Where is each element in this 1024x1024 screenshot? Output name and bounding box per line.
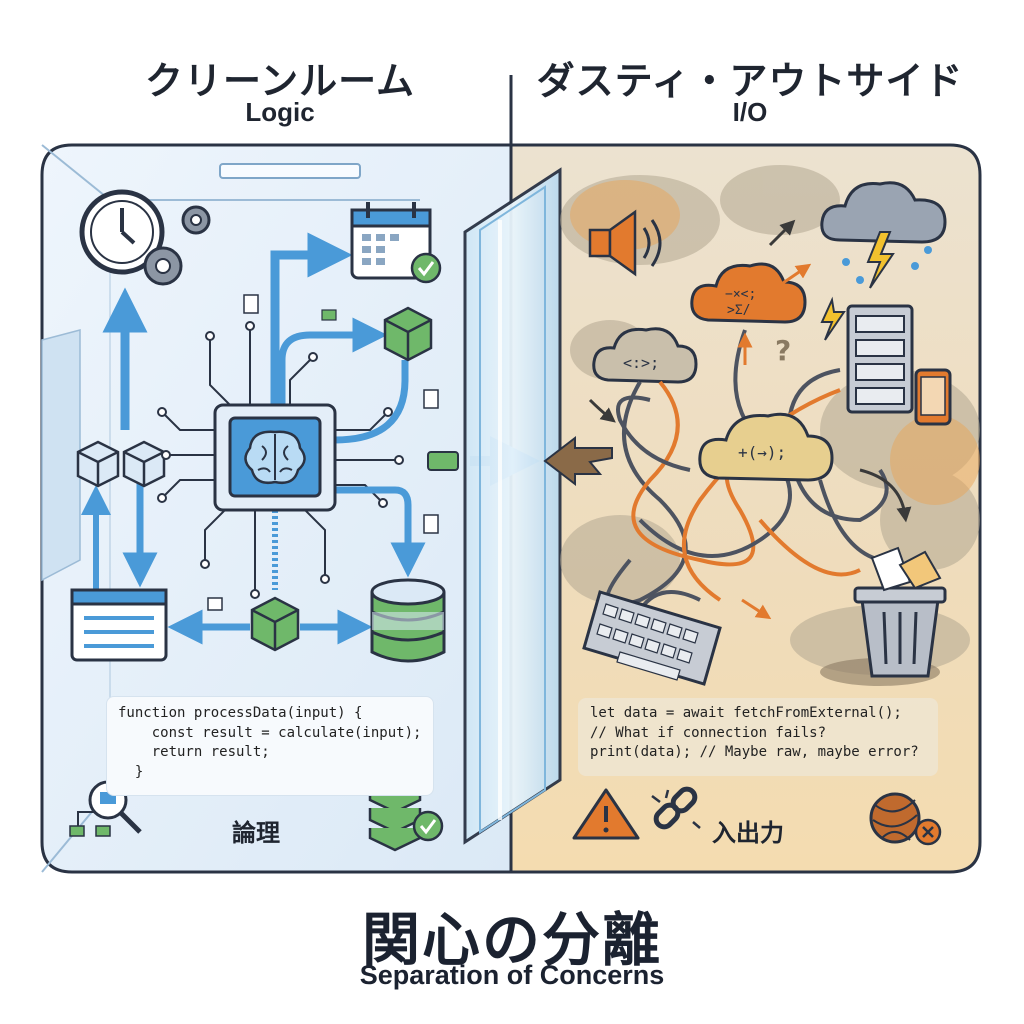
code-line: let data = await fetchFromExternal(); (590, 705, 902, 721)
dark-arrow-3 (588, 398, 616, 423)
green-cube-center-icon (250, 596, 300, 652)
gear-icon (143, 205, 211, 286)
dark-arrow-1 (768, 219, 796, 247)
clean-room-title: クリーンルーム (145, 59, 415, 103)
glass-barrier (463, 167, 562, 845)
phone-icon (914, 368, 952, 426)
document-to-io (427, 451, 459, 471)
logic-subtitle: Logic (245, 97, 315, 127)
orange-cloud-icon (690, 262, 807, 324)
data-table-icon (70, 588, 168, 662)
brain-icon (244, 430, 306, 484)
grey-cloud-icon (592, 327, 698, 384)
code-line: const result = calculate(input); (118, 724, 422, 741)
logic-code-block: function processData(input) { const resu… (118, 704, 421, 782)
database-icon (370, 578, 446, 663)
logic-code-box (106, 696, 434, 796)
yarn-ball-icon (869, 792, 942, 846)
main-title: 関心の分離 (361, 906, 662, 974)
arrow-to-database (335, 486, 426, 578)
keyboard-icon (582, 590, 722, 686)
io-code-block: let data = await fetchFromExternal(); // … (590, 704, 919, 763)
cloud-left-text: <:>; (623, 354, 659, 372)
warning-icon (572, 788, 640, 840)
cube-icon-1 (76, 440, 120, 488)
speaker-icon (588, 209, 662, 277)
io-code-box (578, 698, 938, 776)
dusty-outside-title: ダスティ・アウトサイド (536, 59, 964, 103)
clock-icon (79, 189, 165, 275)
arrow-to-cube (278, 317, 388, 405)
storm-cloud-icon (820, 181, 947, 289)
code-line: return result; (118, 744, 270, 760)
code-line: // What if connection fails? (590, 724, 827, 741)
main-subtitle: Separation of Concerns (359, 960, 665, 990)
check-badge-icon (410, 252, 442, 284)
arrow-from-cube (334, 360, 409, 444)
dark-arrow-2 (859, 468, 912, 523)
cloud-top-text: −×<;>Σ/ (725, 287, 756, 318)
broken-link-icon (651, 786, 701, 830)
code-line: } (118, 763, 144, 780)
orange-arrow-3 (741, 598, 772, 620)
code-line: function processData(input) { (118, 705, 363, 721)
question-mark-icon: ? (775, 334, 791, 367)
document-icon (207, 294, 439, 611)
center-cloud-icon (698, 412, 834, 482)
circuit-traces (157, 321, 404, 599)
calendar-icon (350, 202, 432, 280)
logic-footer-label: 論理 (232, 819, 280, 847)
io-subtitle: I/O (732, 97, 768, 127)
io-footer-label: 入出力 (712, 819, 784, 847)
code-line: print(data); // Maybe raw, maybe error? (590, 744, 919, 760)
trash-can-icon (820, 546, 947, 686)
lightning-icon (820, 296, 846, 341)
cube-icon-2 (122, 440, 166, 488)
incoming-broken-arrow (543, 435, 613, 487)
server-rack-icon (846, 304, 914, 414)
document-icon-green (321, 309, 337, 321)
arrow-to-calendar (270, 232, 353, 405)
orange-arrow-2 (779, 263, 812, 287)
green-cube-icon (383, 306, 433, 362)
cloud-center-text: +(→); (738, 443, 786, 462)
